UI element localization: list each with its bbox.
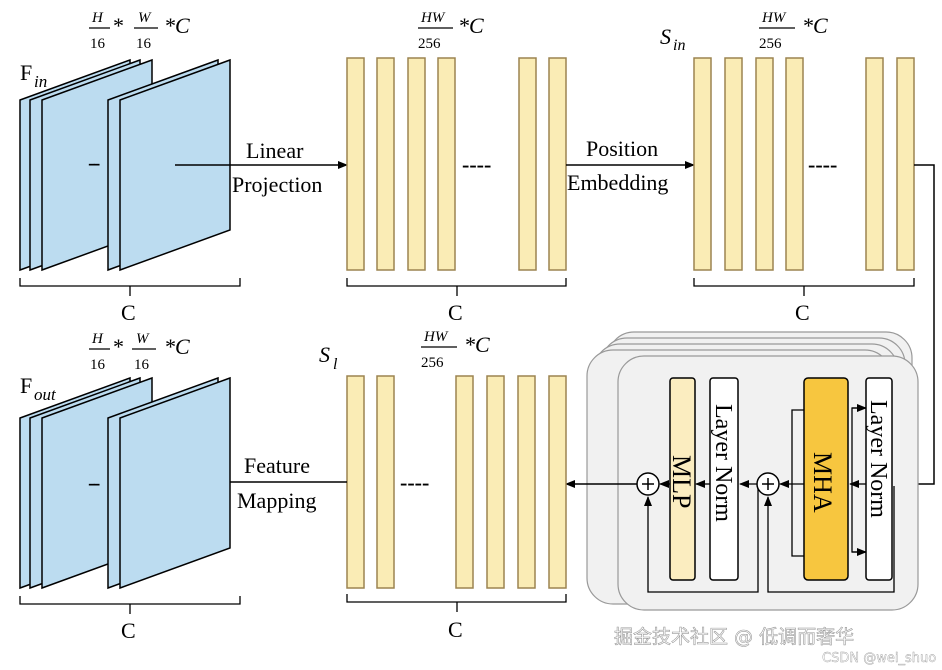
mlp-box bbox=[669, 377, 696, 581]
token-sequence-3: ---- S l HW 256 *C C bbox=[319, 329, 567, 642]
output-h-den: 16 bbox=[90, 357, 106, 373]
tokens1-frac-num: HW bbox=[420, 10, 446, 26]
token-ellipsis-1: ---- bbox=[462, 152, 491, 177]
layer-norm-1-label: Layer Norm bbox=[710, 404, 736, 522]
input-h-den: 16 bbox=[90, 36, 106, 52]
output-w-num: W bbox=[136, 331, 150, 347]
transformer-encoder-block: Layer Norm MHA Layer Norm MLP bbox=[586, 331, 919, 611]
input-brace-label: C bbox=[121, 300, 136, 325]
input-brace bbox=[19, 278, 241, 296]
tokens2-name: S bbox=[660, 24, 671, 49]
layer-norm-2-label: Layer Norm bbox=[865, 400, 891, 518]
tokens3-name: S bbox=[319, 342, 330, 367]
tokens3-brace bbox=[346, 594, 567, 612]
output-brace-label: C bbox=[121, 618, 136, 643]
output-subscript: out bbox=[34, 385, 57, 404]
tokens1-frac-den: 256 bbox=[418, 36, 441, 52]
tokens2-subscript: in bbox=[673, 37, 685, 54]
input-h-num: H bbox=[91, 10, 104, 26]
layer-norm-1-box bbox=[709, 377, 739, 581]
token-ellipsis-2: ---- bbox=[808, 152, 837, 177]
token-ellipsis-3: ---- bbox=[400, 470, 429, 495]
input-subscript: in bbox=[34, 72, 47, 91]
tokens2-frac-num: HW bbox=[761, 10, 787, 26]
tokens3-frac-den: 256 bbox=[421, 355, 444, 371]
watermark-sub: CSDN @wei_shuo bbox=[822, 651, 936, 666]
input-mul-c: *C bbox=[164, 13, 190, 38]
layer-norm-2-box bbox=[865, 377, 893, 581]
input-feature-maps: - - F in H 16 * W 16 *C C bbox=[19, 10, 241, 325]
tokens1-brace-label: C bbox=[448, 300, 463, 325]
feature-map-dash: - bbox=[88, 150, 95, 175]
input-name: F bbox=[20, 60, 32, 85]
token-sequence-1: ---- HW 256 *C C bbox=[346, 10, 567, 325]
linear-projection-line1: Linear bbox=[246, 138, 304, 163]
tokens3-subscript: l bbox=[333, 356, 338, 373]
output-feature-map-dash: - bbox=[88, 470, 95, 495]
feature-mapping-line2: Mapping bbox=[237, 488, 316, 513]
tokens2-brace-label: C bbox=[795, 300, 810, 325]
position-embedding-line1: Position bbox=[586, 136, 658, 161]
output-brace bbox=[19, 596, 241, 614]
input-w-num: W bbox=[138, 10, 152, 26]
tokens3-mul: *C bbox=[464, 332, 490, 357]
tokens3-frac-num: HW bbox=[423, 329, 449, 345]
output-h-num: H bbox=[91, 331, 104, 347]
output-feature-map-dash-2: - bbox=[93, 470, 100, 495]
mlp-label: MLP bbox=[667, 455, 696, 508]
output-mul: * bbox=[113, 334, 124, 359]
linear-projection-line2: Projection bbox=[232, 172, 322, 197]
input-mul: * bbox=[113, 13, 124, 38]
token-sequence-2: ---- S in HW 256 *C C bbox=[660, 10, 915, 325]
tokens3-brace-label: C bbox=[448, 617, 463, 642]
feature-mapping-line1: Feature bbox=[244, 453, 310, 478]
watermark-main: 掘金技术社区 @ 低调而奢华 bbox=[614, 626, 854, 648]
residual-connection-1 bbox=[764, 486, 895, 593]
input-w-den: 16 bbox=[136, 36, 152, 52]
tokens2-brace bbox=[693, 278, 915, 296]
output-name: F bbox=[20, 373, 32, 398]
mha-label: MHA bbox=[808, 452, 837, 513]
tokens1-brace bbox=[346, 278, 567, 296]
tokens2-mul: *C bbox=[802, 13, 828, 38]
residual-connection-2 bbox=[644, 486, 759, 593]
feature-map-dash-2: - bbox=[93, 150, 100, 175]
mha-box bbox=[803, 377, 849, 581]
position-embedding-line2: Embedding bbox=[567, 170, 668, 195]
output-mul-c: *C bbox=[164, 334, 190, 359]
tokens2-frac-den: 256 bbox=[759, 36, 782, 52]
output-w-den: 16 bbox=[134, 357, 150, 373]
tokens1-mul: *C bbox=[458, 13, 484, 38]
output-feature-maps: - - F out H 16 * W 16 *C C bbox=[19, 331, 241, 643]
